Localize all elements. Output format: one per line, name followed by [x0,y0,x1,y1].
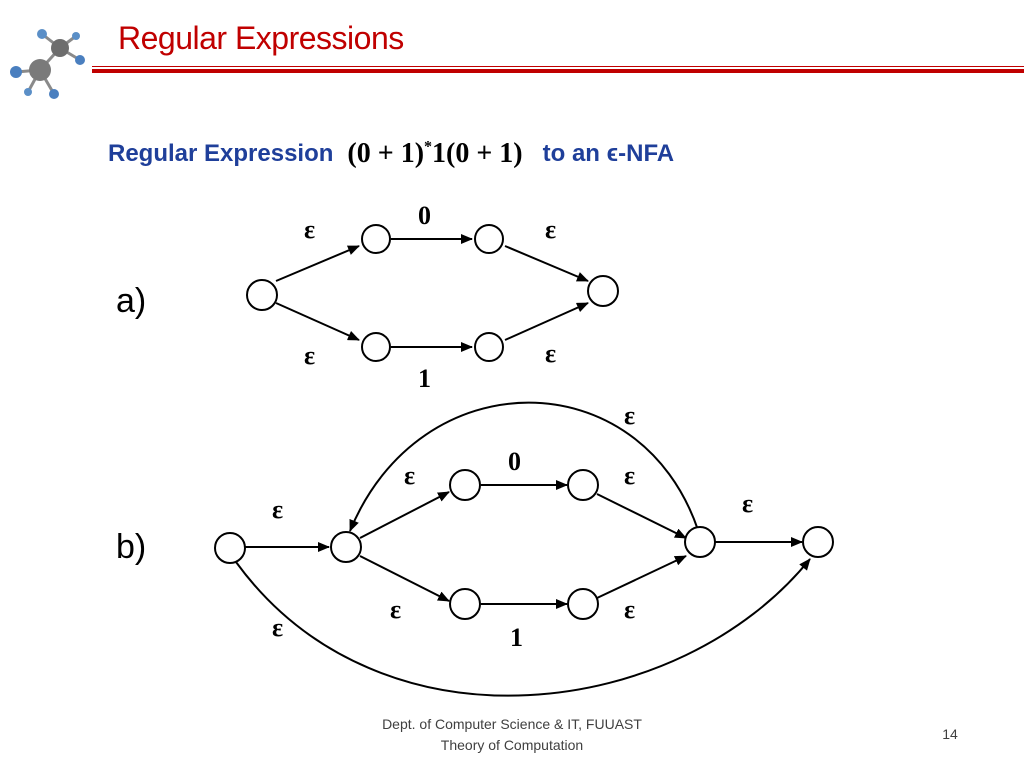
edge-label-a-3: ε [545,215,556,244]
edge-b-8 [349,401,699,532]
state-a-final [587,275,619,307]
edge-a-3 [504,245,589,282]
footer-course: Theory of Computation [440,737,584,753]
edge-label-b-5: ε [390,595,401,624]
edge-label-b-9: ε [742,489,753,518]
state-a-start [246,279,278,311]
edge-label-b-10: ε [272,613,283,642]
footer-department: Dept. of Computer Science & IT, FUUAST [382,716,642,732]
edge-b-4 [596,493,687,539]
state-a-lower-2 [474,332,504,362]
state-b-inner-start [330,531,362,563]
title-underline [92,66,1024,74]
edge-label-a-6: ε [545,339,556,368]
edge-a-6 [504,302,589,341]
part-b-label: b) [116,528,147,566]
state-b-final [802,526,834,558]
edge-label-b-8: ε [624,401,635,430]
diagram-b [214,401,834,697]
state-b-upper-2 [567,469,599,501]
kleene-star: * [424,138,433,156]
state-a-lower-1 [361,332,391,362]
part-a-label: a) [116,282,147,320]
expression-rest: 1(0 + 1) [432,138,523,169]
state-b-start [214,532,246,564]
edge-b-7 [596,555,687,599]
state-a-upper-2 [474,224,504,254]
footer: Dept. of Computer Science & IT, FUUAST T… [332,714,692,756]
molecule-logo-icon [10,29,85,99]
diagram-a [246,224,619,362]
edge-label-b-7: ε [624,595,635,624]
edge-b-5 [359,555,450,602]
slide-subtitle: Regular Expression (0 + 1)*1(0 + 1) to a… [108,138,674,170]
edge-label-b-2: ε [404,461,415,490]
edge-label-a-5: 1 [418,364,431,393]
state-a-upper-1 [361,224,391,254]
edge-label-a-1: ε [304,215,315,244]
edge-label-b-6: 1 [510,623,523,652]
edge-label-b-3: 0 [508,447,521,476]
subtitle-suffix: to an ϵ-NFA [542,140,675,167]
edge-b-2 [359,491,450,539]
edge-a-1 [275,245,360,282]
state-b-upper-1 [449,469,481,501]
edge-label-b-4: ε [624,461,635,490]
edge-label-b-1: ε [272,495,283,524]
regular-expression: (0 + 1)*1(0 + 1) [347,138,522,170]
state-b-lower-2 [567,588,599,620]
state-b-lower-1 [449,588,481,620]
edge-label-a-2: 0 [418,201,431,230]
page-number: 14 [942,726,958,742]
slide-title: Regular Expressions [118,20,404,56]
edge-b-10 [235,558,811,697]
expression-main: (0 + 1) [347,138,425,169]
edge-a-4 [275,302,360,341]
subtitle-prefix: Regular Expression [108,140,334,167]
edge-label-a-4: ε [304,341,315,370]
state-b-inner-final [684,526,716,558]
